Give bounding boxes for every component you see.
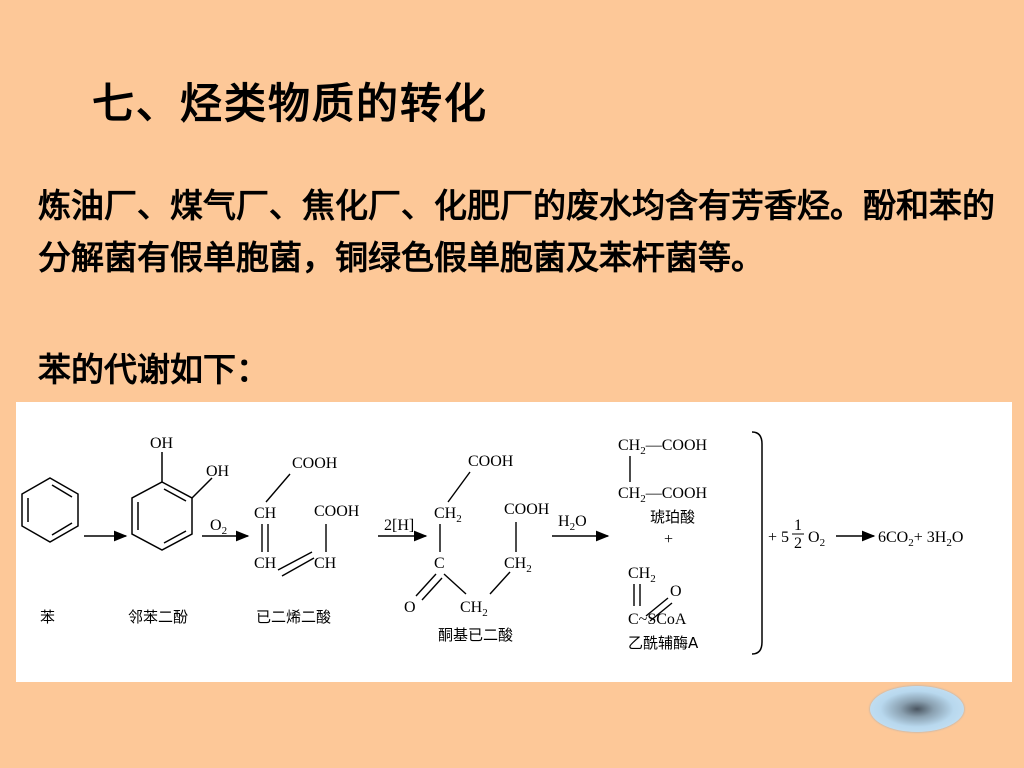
muconic-label: 已二烯二酸 xyxy=(256,608,331,626)
intro-paragraph: 炼油厂、煤气厂、焦化厂、化肥厂的废水均含有芳香烃。酚和苯的分解菌有假单胞菌，铜绿… xyxy=(38,186,995,277)
catechol-label: 邻苯二酚 xyxy=(128,608,188,626)
keto-ch2-3: CH2 xyxy=(460,599,488,619)
h2o-reagent: H2O xyxy=(558,513,587,533)
muconic-bonds xyxy=(261,473,327,577)
reaction-scheme: 苯 OH OH 邻苯二酚 O2 COOH COOH CH CH CH 已二烯二酸… xyxy=(21,431,963,655)
plus-sign: + xyxy=(664,531,673,548)
keto-ch2-2: CH2 xyxy=(504,555,532,575)
fraction-denominator: 2 xyxy=(794,535,802,552)
acetyl-scoa: C~SCoA xyxy=(628,611,687,628)
final-o2: O2 xyxy=(808,529,825,549)
acetyl-ch2: CH2 xyxy=(628,565,656,585)
ketoadipic-label: 酮基已二酸 xyxy=(438,626,513,644)
muconic-ch-3: CH xyxy=(314,555,337,572)
muconic-ch-1: CH xyxy=(254,505,277,522)
succinic-row-2: CH2—COOH xyxy=(618,485,708,505)
acetyl-o: O xyxy=(670,583,682,600)
bracket xyxy=(751,431,763,655)
succinic-row-1: CH2—COOH xyxy=(618,437,708,457)
o2-reagent: O2 xyxy=(210,517,227,537)
acetyl-bonds xyxy=(633,584,673,622)
keto-bonds xyxy=(415,471,517,601)
page-title: 七、烃类物质的转化 xyxy=(92,79,489,128)
benzene-structure xyxy=(21,477,79,543)
succinic-label: 琥珀酸 xyxy=(650,508,695,526)
final-products: 6CO2+ 3H2O xyxy=(878,529,963,549)
metabolism-heading: 苯的代谢如下： xyxy=(38,350,269,389)
catechol-structure xyxy=(131,452,213,551)
benzene-metabolism-diagram: 苯 OH OH 邻苯二酚 O2 COOH COOH CH CH CH 已二烯二酸… xyxy=(16,402,1012,682)
benzene-label: 苯 xyxy=(40,608,55,626)
keto-ch2-1: CH2 xyxy=(434,505,462,525)
keto-cooh-1: COOH xyxy=(468,453,514,470)
muconic-cooh-2: COOH xyxy=(314,503,360,520)
oh-group-2: OH xyxy=(206,463,230,480)
next-slide-button[interactable] xyxy=(870,686,964,732)
acetylcoa-label: 乙酰辅酶A xyxy=(628,634,699,652)
muconic-ch-2: CH xyxy=(254,555,277,572)
muconic-cooh-1: COOH xyxy=(292,455,338,472)
keto-c: C xyxy=(434,555,445,572)
final-prefix: + 5 xyxy=(768,529,789,546)
keto-cooh-2: COOH xyxy=(504,501,550,518)
fraction-numerator: 1 xyxy=(794,517,802,534)
oh-group-1: OH xyxy=(150,435,174,452)
h2-reagent: 2[H] xyxy=(384,517,414,534)
keto-o: O xyxy=(404,599,416,616)
